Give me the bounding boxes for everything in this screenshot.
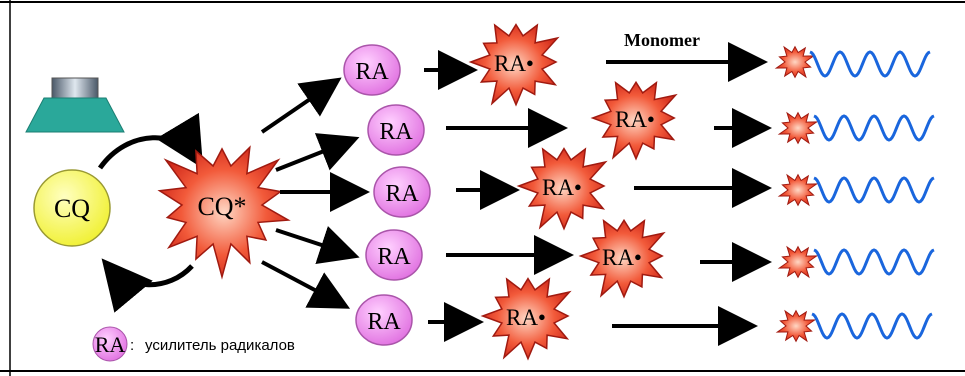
propagation-arrows <box>606 42 772 346</box>
legend-separator: : <box>130 337 134 354</box>
ra-molecule: RA <box>367 104 425 156</box>
ra-molecule: RA <box>373 166 431 218</box>
ra-molecule: RA <box>343 44 401 96</box>
legend-text: усилитель радикалов <box>145 337 295 354</box>
fan-arrow-1 <box>260 77 342 134</box>
polymer-chain <box>777 173 935 207</box>
relaxation-arrow <box>101 258 194 313</box>
ra-radical-burst-icon: RA• <box>516 147 608 231</box>
ra-radical-burst-icon: RA• <box>590 80 678 161</box>
ra-radical-label: RA• <box>494 51 534 76</box>
cq-molecule: CQ <box>33 169 111 247</box>
ra-radical-label: RA• <box>506 305 546 330</box>
ra-radical-burst-icon: RA• <box>578 218 666 299</box>
legend: RA : усилитель радикалов <box>92 326 295 362</box>
ra-radical-label: RA• <box>602 245 642 270</box>
ra-label: RA <box>385 181 419 207</box>
ra-radical-burst-icon: RA• <box>468 23 560 107</box>
ra-radical-label: RA• <box>615 107 655 132</box>
polymer-chain <box>775 309 933 343</box>
polymer-chain <box>774 45 931 79</box>
polymer-chain <box>777 245 935 279</box>
reaction-arrows <box>424 50 574 342</box>
legend-symbol: RA <box>95 332 126 357</box>
cq-excited-burst-icon: CQ* <box>157 145 291 280</box>
ra-label: RA <box>367 309 401 335</box>
monomer-label: Monomer <box>624 30 700 50</box>
fan-arrow-2 <box>275 133 360 172</box>
fan-arrow-4 <box>275 226 360 264</box>
cq-excited-label: CQ* <box>197 192 246 221</box>
fan-arrow-5 <box>261 260 351 309</box>
excitation-arrow <box>97 112 204 170</box>
light-source-lamp-icon <box>25 77 125 133</box>
ra-molecule: RA <box>355 294 413 346</box>
ra-radical-burst-icon: RA• <box>480 277 572 361</box>
ra-molecule: RA <box>365 229 423 281</box>
fan-arrows <box>260 77 370 309</box>
ra-label: RA <box>377 244 411 270</box>
ra-label: RA <box>355 59 389 85</box>
ra-radical-label: RA• <box>542 175 582 200</box>
polymer-chain <box>777 111 935 145</box>
ra-label: RA <box>379 119 413 145</box>
cq-label: CQ <box>54 194 90 223</box>
